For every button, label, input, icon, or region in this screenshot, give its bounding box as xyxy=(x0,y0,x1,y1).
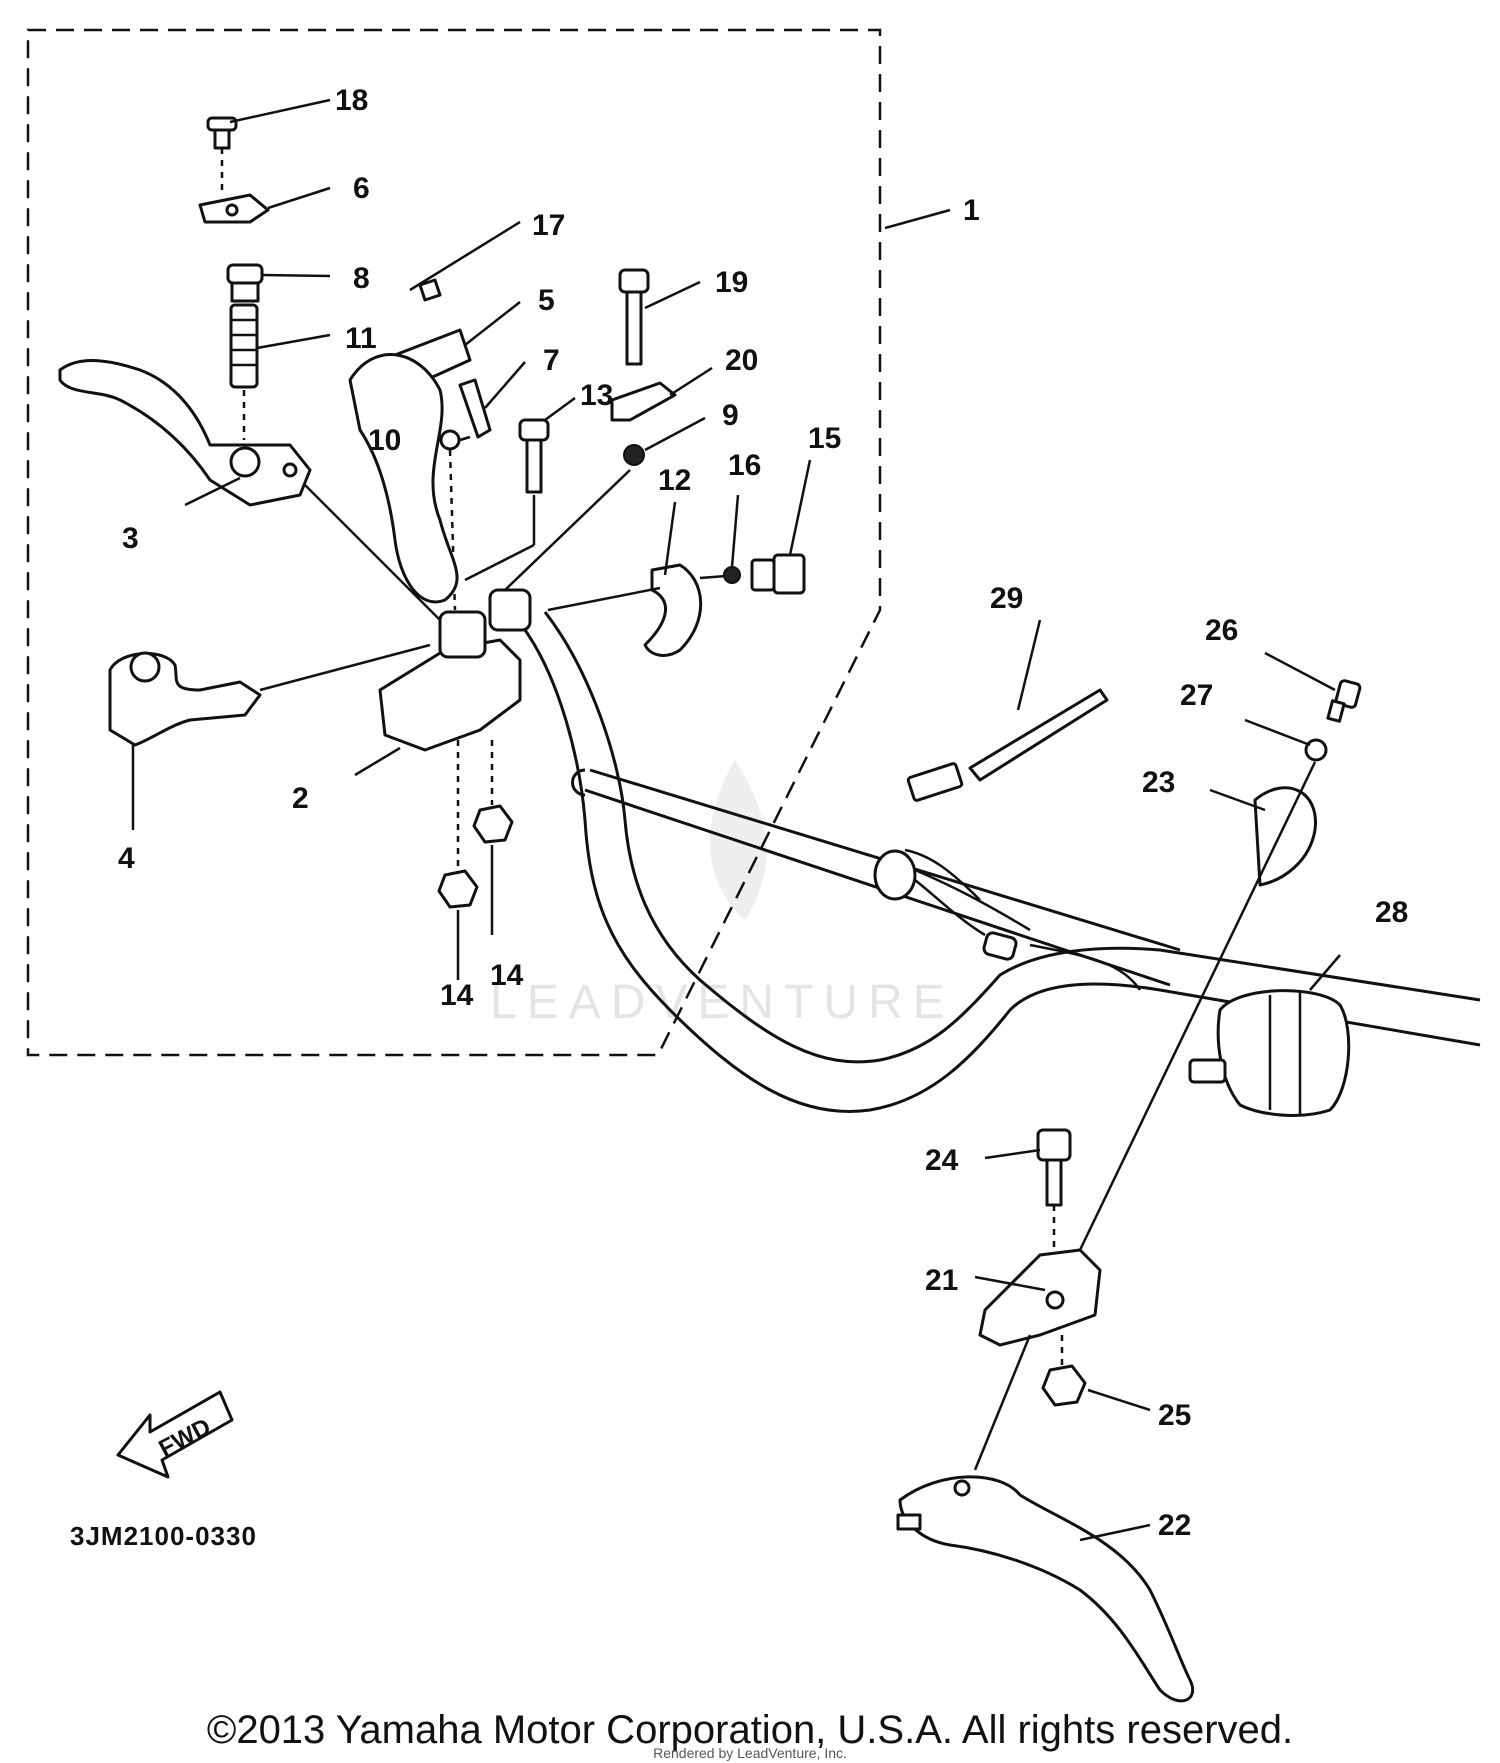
callout-6: 6 xyxy=(353,172,370,205)
callout-17: 17 xyxy=(532,209,565,242)
nut-25 xyxy=(1041,1364,1087,1407)
callout-9: 9 xyxy=(722,399,739,432)
bolt-19 xyxy=(618,268,650,366)
switch-wiring xyxy=(873,848,1142,991)
pin-7 xyxy=(458,378,492,439)
callout-14-lower: 14 xyxy=(440,979,474,1012)
switch-28 xyxy=(1216,989,1351,1117)
nut-14a xyxy=(472,804,514,844)
cable-tie-29 xyxy=(906,688,1109,802)
clamp-23 xyxy=(1253,786,1317,887)
bracket-20 xyxy=(610,381,677,422)
forward-arrow: FWD xyxy=(116,1390,234,1479)
callout-22: 22 xyxy=(1158,1509,1191,1542)
callout-16: 16 xyxy=(728,449,761,482)
callout-2: 2 xyxy=(292,782,309,815)
callout-10: 10 xyxy=(368,424,401,457)
callout-23: 23 xyxy=(1142,766,1175,799)
bolt-13 xyxy=(518,418,550,494)
clamp-12 xyxy=(643,563,703,657)
callout-4: 4 xyxy=(118,842,135,875)
callout-13: 13 xyxy=(580,379,613,412)
callout-5: 5 xyxy=(538,284,555,317)
assembly-boundary xyxy=(26,28,882,1057)
callout-12: 12 xyxy=(658,464,691,497)
lever-22 xyxy=(898,1475,1195,1703)
copyright-notice: ©2013 Yamaha Motor Corporation, U.S.A. A… xyxy=(206,1708,1294,1752)
bolt-15 xyxy=(750,553,806,595)
callout-14-upper: 14 xyxy=(490,959,524,992)
callout-19: 19 xyxy=(715,266,748,299)
bolt-24 xyxy=(1036,1128,1072,1207)
callout-7: 7 xyxy=(543,344,560,377)
washer-16 xyxy=(723,566,741,584)
nut-14b xyxy=(437,869,479,909)
callout-25: 25 xyxy=(1158,1399,1191,1432)
callout-8: 8 xyxy=(353,262,370,295)
clip-17 xyxy=(418,278,442,302)
perch-21 xyxy=(978,1248,1102,1347)
washer-9 xyxy=(623,444,645,466)
callout-labels: 1 2 3 4 5 6 7 8 9 10 11 12 13 14 14 15 1… xyxy=(118,84,1408,1542)
callout-11: 11 xyxy=(345,322,377,355)
callout-28: 28 xyxy=(1375,896,1408,929)
callout-leaders xyxy=(131,98,1341,1542)
callout-3: 3 xyxy=(122,522,139,555)
callout-15: 15 xyxy=(808,422,841,455)
callout-27: 27 xyxy=(1180,679,1213,712)
callout-1: 1 xyxy=(963,194,980,227)
spring-11 xyxy=(229,303,259,389)
callout-26: 26 xyxy=(1205,614,1238,647)
callout-29: 29 xyxy=(990,582,1023,615)
screw-26 xyxy=(1326,679,1362,723)
callout-24: 24 xyxy=(925,1144,959,1177)
left-clutch-assembly xyxy=(58,116,806,980)
nut-8 xyxy=(226,263,264,303)
callout-18: 18 xyxy=(335,84,368,117)
lever-3 xyxy=(58,359,312,507)
cable-housing xyxy=(348,353,459,604)
watermark-text: LEADVENTURE xyxy=(490,976,955,1029)
callout-20: 20 xyxy=(725,344,758,377)
callout-21: 21 xyxy=(925,1264,958,1297)
nut-10 xyxy=(439,429,461,451)
watermark: LEADVENTURE xyxy=(490,760,955,1029)
diagram-code: 3JM2100-0330 xyxy=(70,1521,257,1551)
washer-27 xyxy=(1304,738,1328,762)
right-brake-assembly xyxy=(873,679,1362,1703)
rendered-by-notice: Rendered by LeadVenture, Inc. xyxy=(653,1745,847,1761)
